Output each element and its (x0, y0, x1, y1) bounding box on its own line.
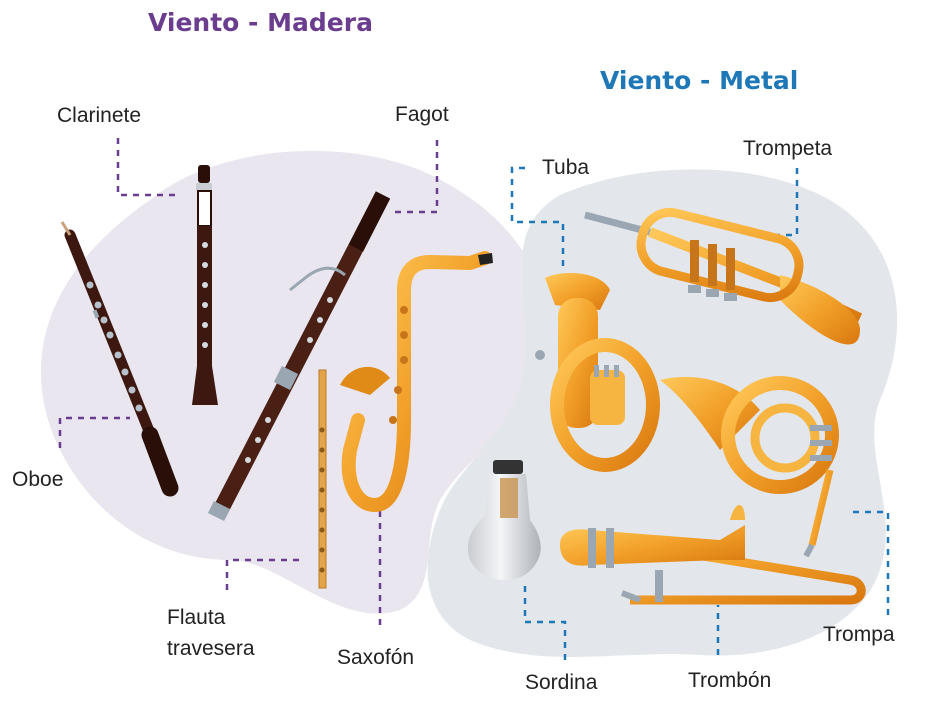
label-fagot: Fagot (395, 103, 449, 126)
label-trompeta: Trompeta (743, 137, 833, 160)
label-tuba: Tuba (542, 156, 590, 179)
label-trombon: Trombón (688, 669, 772, 692)
label-clarinete: Clarinete (57, 104, 142, 127)
trompa-illustration (660, 376, 839, 558)
label-saxofon: Saxofón (337, 646, 415, 669)
label-flauta-line2: travesera (167, 637, 255, 660)
label-flauta-line1: Flauta (167, 606, 226, 629)
trombon-illustration (560, 505, 866, 605)
metal-leader-lines (510, 166, 890, 660)
label-trompa: Trompa (823, 623, 895, 646)
sordina-illustration (467, 460, 541, 580)
clarinete-illustration (192, 165, 218, 405)
leader-sordina (523, 585, 567, 660)
oboe-illustration (60, 221, 179, 497)
leader-flauta (225, 558, 305, 590)
leader-fagot (395, 140, 439, 214)
madera-section-title: Viento - Madera (148, 8, 373, 37)
saxofon-illustration (340, 251, 493, 513)
metal-section-title: Viento - Metal (600, 66, 799, 95)
tuba-illustration (535, 273, 660, 472)
leader-tuba (510, 166, 565, 268)
flauta-illustration (318, 369, 327, 589)
leader-oboe (58, 416, 130, 448)
leader-clarinete (116, 138, 180, 197)
trompeta-illustration (584, 207, 863, 345)
fagot-illustration (207, 191, 391, 522)
madera-leader-lines (58, 138, 439, 625)
label-oboe: Oboe (12, 468, 64, 491)
label-sordina: Sordina (525, 671, 598, 694)
